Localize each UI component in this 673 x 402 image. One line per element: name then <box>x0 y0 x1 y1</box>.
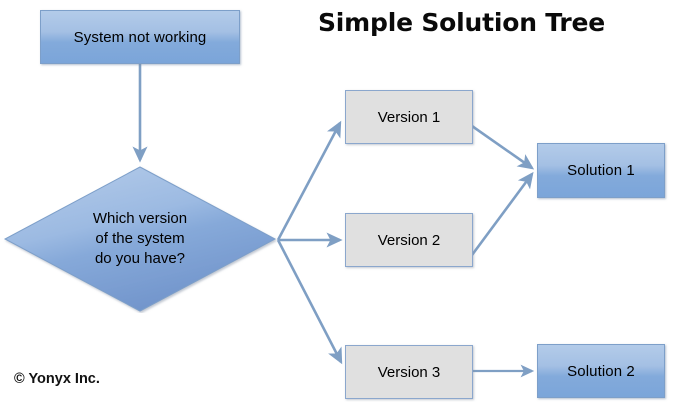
node-label-line-3: do you have? <box>94 250 186 268</box>
node-label: Version 3 <box>377 363 441 381</box>
node-version-1[interactable]: Version 1 <box>345 90 473 144</box>
node-which-version-decision[interactable]: Which version of the system do you have? <box>3 165 277 313</box>
node-label: Version 2 <box>377 231 441 249</box>
node-label: Solution 1 <box>567 162 635 179</box>
node-label-line-2: of the system <box>95 229 185 247</box>
page-title: Simple Solution Tree <box>318 8 606 37</box>
edge-version2-to-solution1 <box>470 171 534 256</box>
node-label-line-1: Which version <box>92 209 188 227</box>
node-solution-1[interactable]: Solution 1 <box>537 143 665 198</box>
node-label: Solution 2 <box>567 362 635 380</box>
node-version-3[interactable]: Version 3 <box>345 345 473 399</box>
node-label: System not working <box>73 28 207 46</box>
diamond-shape <box>3 166 277 312</box>
node-label: Version 1 <box>377 108 441 126</box>
node-solution-2[interactable]: Solution 2 <box>537 344 665 398</box>
node-label-group: Which version of the system do you have? <box>3 165 277 313</box>
node-system-not-working[interactable]: System not working <box>40 10 240 64</box>
edge-decision-to-version3 <box>276 239 343 365</box>
edge-version1-to-solution1 <box>471 124 535 170</box>
node-version-2[interactable]: Version 2 <box>345 213 473 267</box>
edge-decision-to-version1 <box>276 120 342 241</box>
copyright-notice: © Yonyx Inc. <box>14 371 100 387</box>
